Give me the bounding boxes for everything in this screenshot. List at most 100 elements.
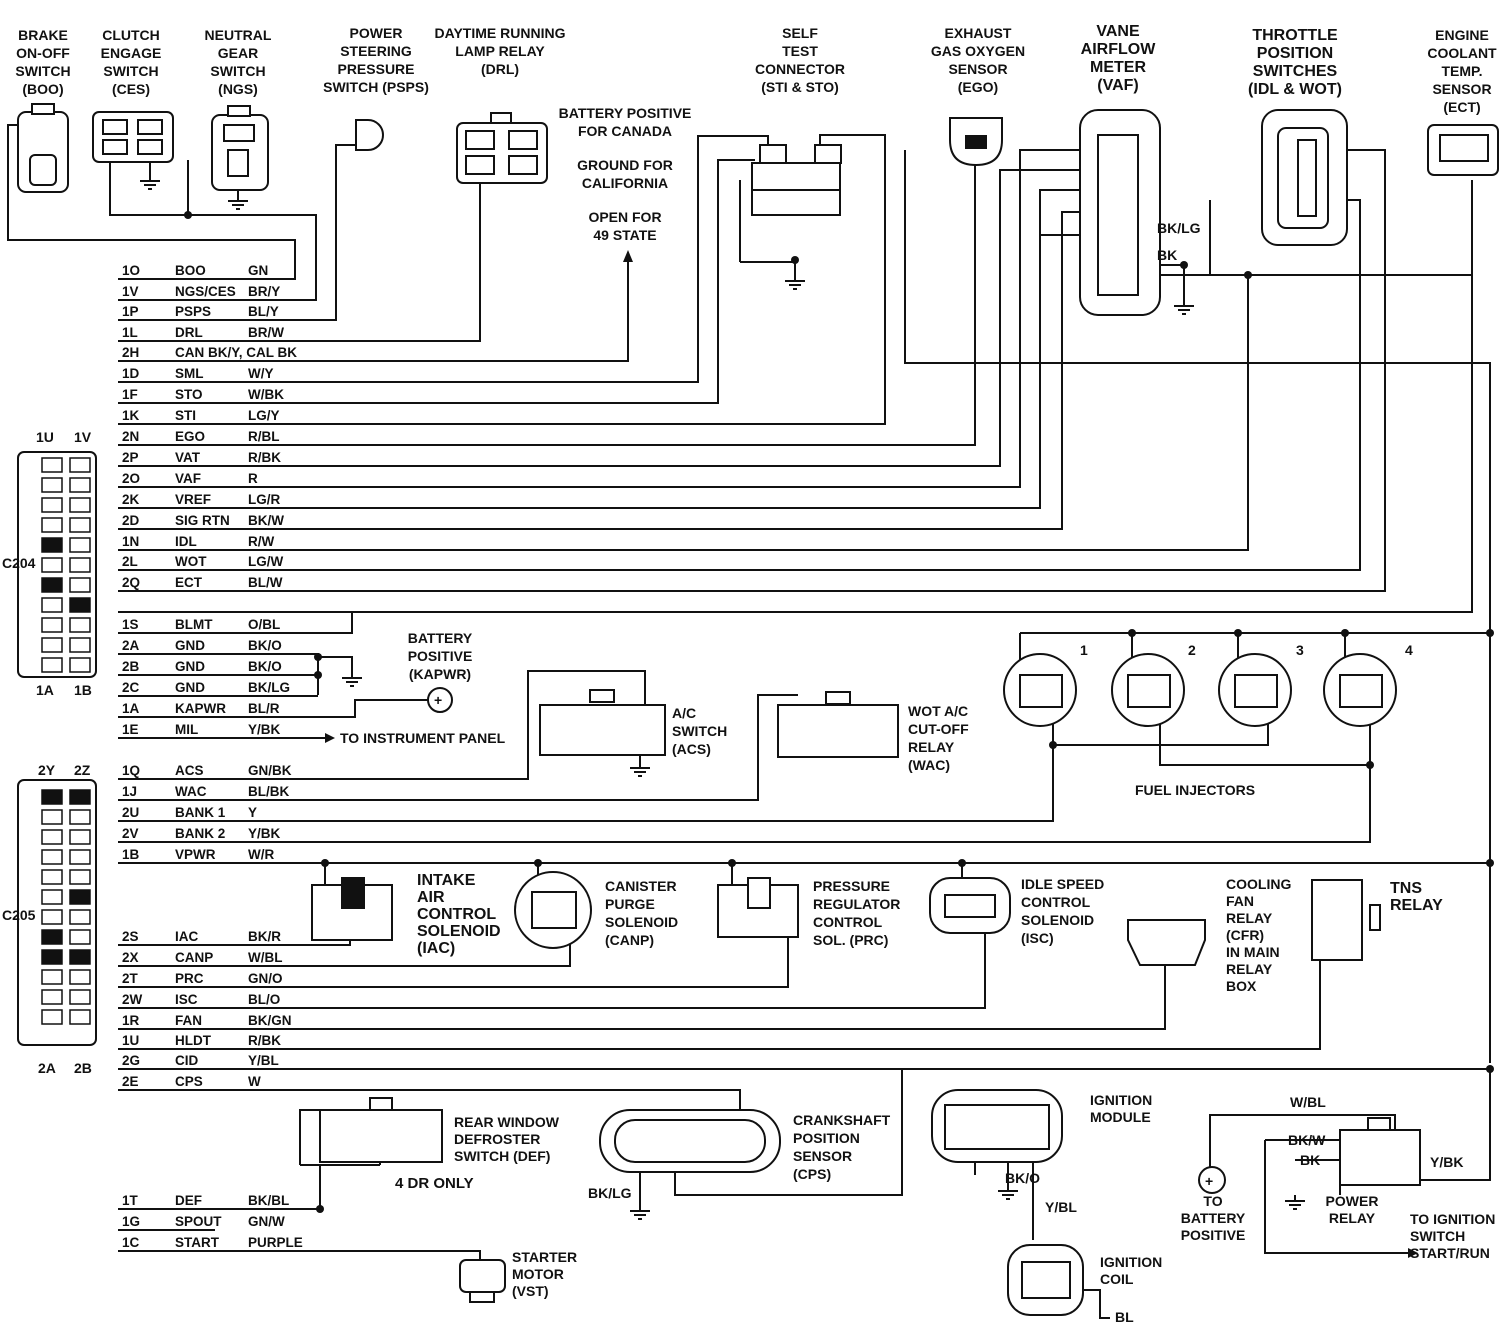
connector-pin-cell: [41, 929, 63, 945]
connector-pin-cell: [69, 637, 91, 653]
wire-color-label: BK/BL: [248, 1193, 289, 1208]
wire-signal-label: CANP: [175, 950, 213, 965]
connector-pin-cell: [41, 829, 63, 845]
wire-signal-label: FAN: [175, 1013, 202, 1028]
wire-signal-label: IDL: [175, 534, 197, 549]
wire-pin-label: 2A: [122, 638, 140, 653]
wire-signal-label: STI: [175, 408, 196, 423]
wire-color-label: BK/R: [248, 929, 281, 944]
wire-color-label: W: [248, 1074, 261, 1089]
to-instrument-panel-label: TO INSTRUMENT PANEL: [340, 730, 506, 746]
connector-pin-cell: [41, 657, 63, 673]
acs-switch-symbol: [539, 704, 666, 756]
wire-signal-label: VAT: [175, 450, 201, 465]
connector-pin-cell: [41, 989, 63, 1005]
wire-pin-label: 2N: [122, 429, 139, 444]
coil-bl-wire-label: BL: [1115, 1309, 1134, 1325]
plus-icon: +: [434, 692, 442, 708]
connector-pin-cell: [69, 497, 91, 513]
connector-pin-cell: [41, 477, 63, 493]
wire-signal-label: PRC: [175, 971, 204, 986]
connector-pin-cell: [41, 849, 63, 865]
wire-color-label: GN: [248, 263, 268, 278]
wire-signal-label: BOO: [175, 263, 206, 278]
ignition-arrow-icon: [1408, 1248, 1418, 1258]
connector-pin-cell: [41, 537, 63, 553]
wire-color-label: BK/W: [248, 513, 284, 528]
wire-pin-label: 2P: [122, 450, 139, 465]
wire-pin-label: 2L: [122, 554, 138, 569]
wire-color-label: Y/BL: [248, 1053, 279, 1068]
wire-color-label: BR/W: [248, 325, 284, 340]
connector-pin-cell: [69, 889, 91, 905]
wire-pin-label: 2O: [122, 471, 140, 486]
wire-signal-label: CAN BK/Y, CAL BK: [175, 345, 297, 360]
ground-symbol-icon: [1284, 1194, 1306, 1210]
connector-pin-cell: [69, 477, 91, 493]
wire-signal-label: WOT: [175, 554, 207, 569]
wire-color-label: BL/BK: [248, 784, 289, 799]
wire-color-label: R: [248, 471, 258, 486]
ground-symbol-icon: [139, 174, 161, 190]
wire-pin-label: 2U: [122, 805, 139, 820]
connector-pin-cell: [41, 457, 63, 473]
relay-wbl-wire-label: W/BL: [1290, 1094, 1326, 1110]
ground-symbol-icon: [227, 194, 249, 210]
wire-color-label: BL/W: [248, 575, 283, 590]
connector-pin-cell: [69, 597, 91, 613]
wire-color-label: W/BL: [248, 950, 283, 965]
connector-pin-cell: [41, 969, 63, 985]
connector-pin-cell: [69, 929, 91, 945]
battery-positive-icon: [1198, 1166, 1226, 1194]
wire-signal-label: NGS/CES: [175, 284, 236, 299]
c205-pin-bottom-right: 2B: [74, 1060, 92, 1076]
connector-pin-cell: [41, 497, 63, 513]
battery-positive-icon: [427, 687, 453, 713]
wire-signal-label: VREF: [175, 492, 211, 507]
wire-pin-label: 2S: [122, 929, 139, 944]
wire-color-label: BK/LG: [248, 680, 290, 695]
wire-pin-label: 1U: [122, 1033, 139, 1048]
wire-color-label: BL/O: [248, 992, 280, 1007]
wac-relay-symbol: [777, 704, 899, 758]
wire-pin-label: 2K: [122, 492, 140, 507]
wire-signal-label: SML: [175, 366, 204, 381]
c204-pin-top-left: 1U: [36, 429, 54, 445]
connector-pin-cell: [41, 1009, 63, 1025]
connector-pin-cell: [69, 557, 91, 573]
wire-pin-label: 1E: [122, 722, 139, 737]
injector-3-number: 3: [1296, 642, 1304, 658]
starter-motor-symbol: [459, 1259, 506, 1293]
ground-symbol-icon: [784, 274, 806, 290]
wire-pin-label: 1R: [122, 1013, 140, 1028]
wire-signal-label: CID: [175, 1053, 199, 1068]
connector-pin-cell: [69, 577, 91, 593]
wire-color-label: R/BK: [248, 450, 281, 465]
connector-pin-cell: [69, 457, 91, 473]
wire-pin-label: 1N: [122, 534, 139, 549]
wire-color-label: BL/R: [248, 701, 280, 716]
wire-pin-label: 1F: [122, 387, 138, 402]
relay-ybk-wire-label: Y/BK: [1430, 1154, 1463, 1170]
wire-color-label: GN/W: [248, 1214, 285, 1229]
wire-color-label: LG/W: [248, 554, 283, 569]
connector-pin-cell: [41, 637, 63, 653]
c204-label: C204: [2, 555, 36, 571]
wire-pin-label: 2H: [122, 345, 139, 360]
connector-pin-cell: [41, 557, 63, 573]
wire-signal-label: START: [175, 1235, 220, 1250]
wire-pin-label: 1C: [122, 1235, 140, 1250]
wire-color-label: R/BL: [248, 429, 280, 444]
c204-pin-bottom-right: 1B: [74, 682, 92, 698]
wire-signal-label: EGO: [175, 429, 205, 444]
